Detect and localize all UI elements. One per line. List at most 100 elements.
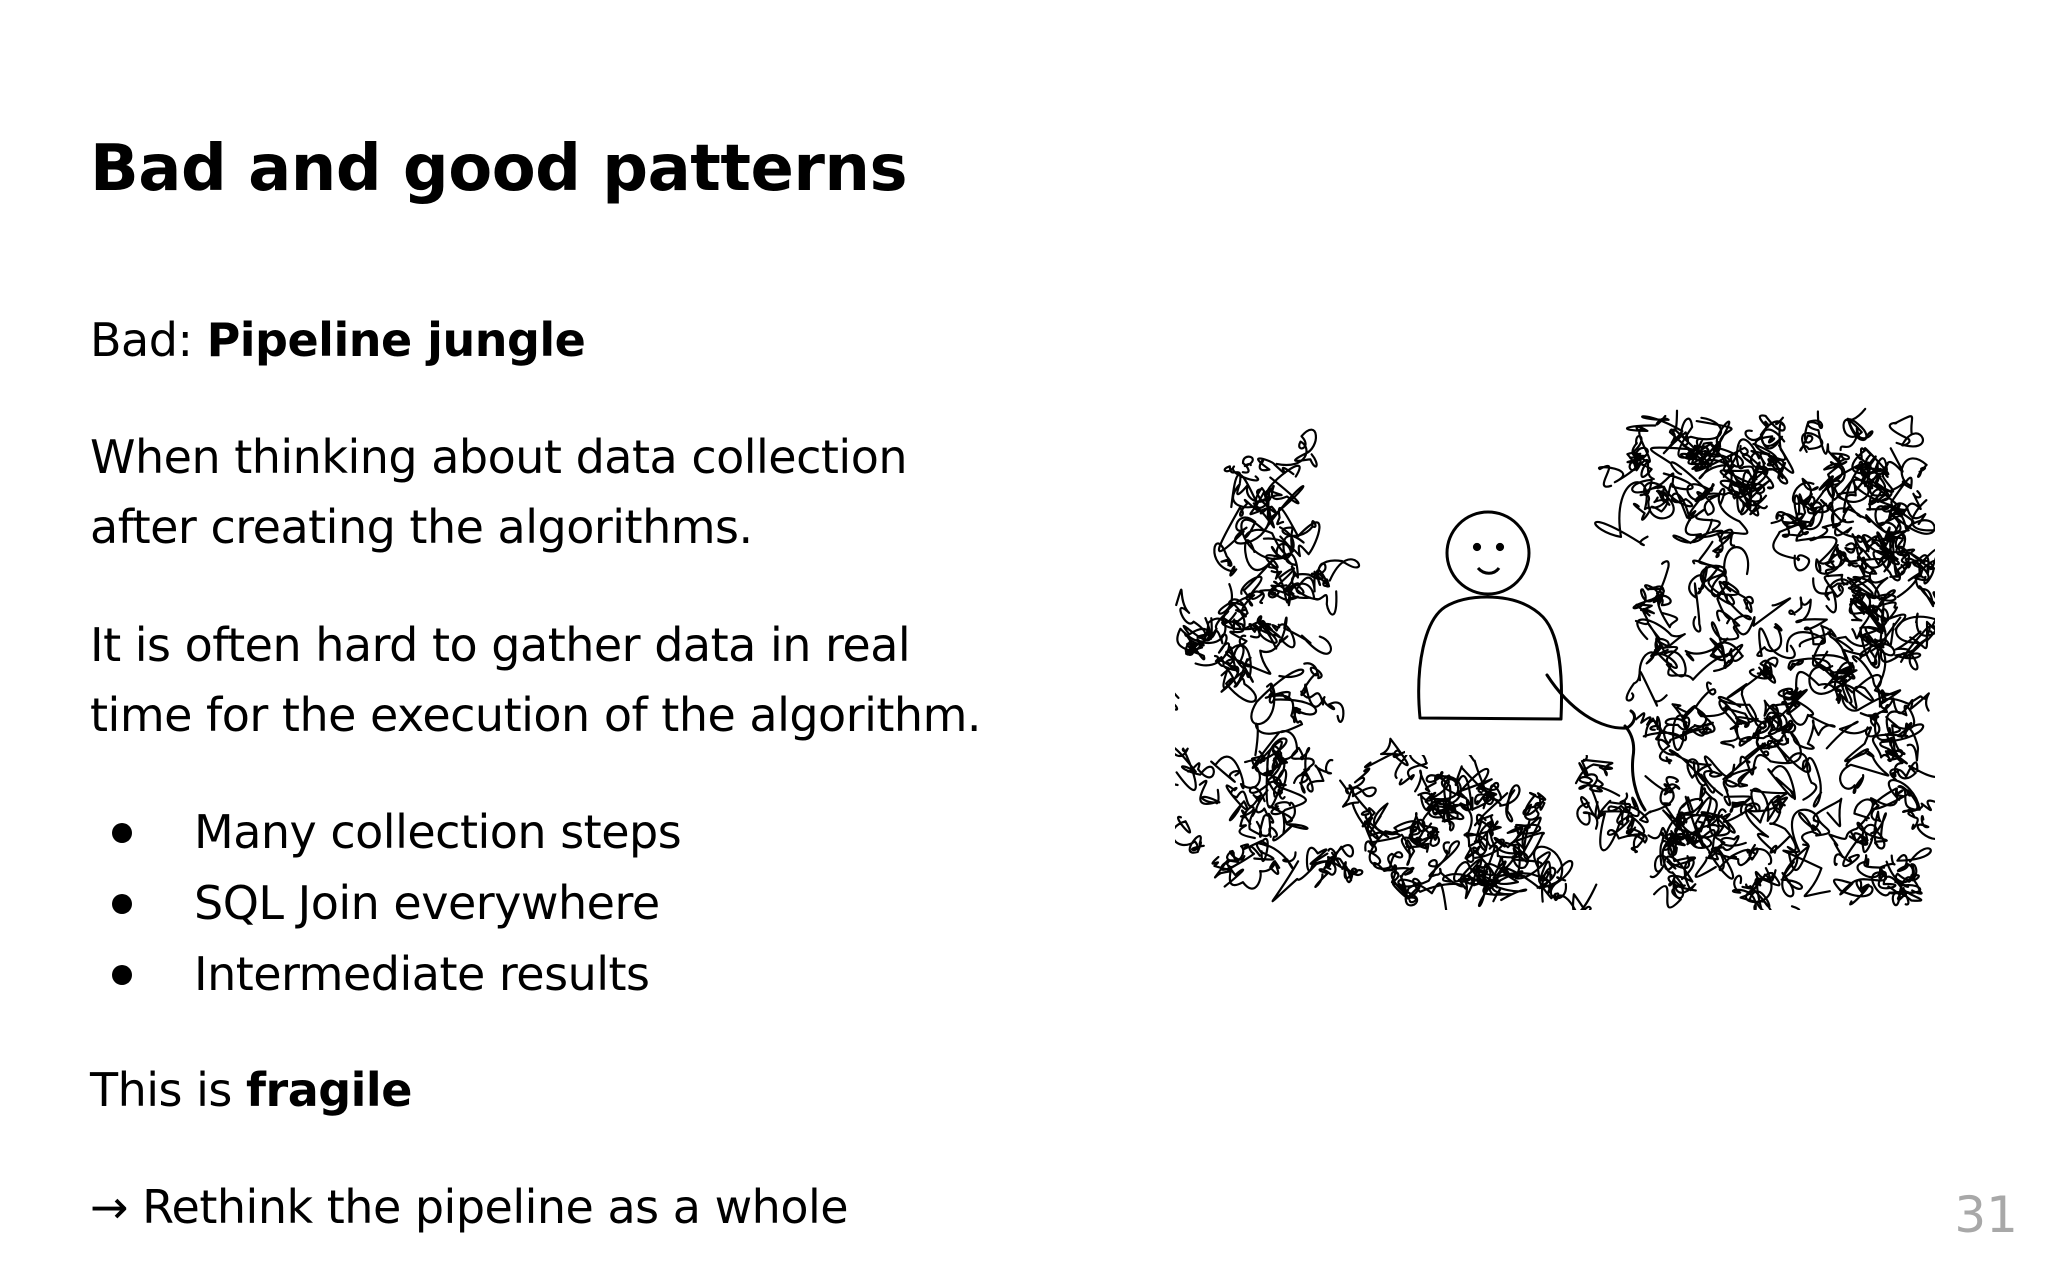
scribble-line — [1240, 485, 1305, 560]
scribble-line — [1240, 539, 1276, 607]
scribble-line — [1241, 455, 1254, 474]
scribble-line — [1634, 603, 1655, 626]
scribble-line — [1364, 737, 1409, 779]
scribble-line — [1397, 840, 1460, 912]
scribble-line — [1744, 414, 1786, 450]
scribble-line — [1832, 854, 1896, 906]
scribble-line — [1904, 557, 1935, 608]
scribble-line — [1175, 747, 1215, 791]
scribble-line — [1668, 409, 1722, 461]
scribble-line — [1456, 767, 1493, 812]
description-paragraph-2: It is often hard to gather data in real … — [90, 610, 1090, 750]
scribble-line — [1176, 617, 1227, 661]
scribble-line — [1809, 498, 1853, 542]
scribble-line — [1761, 711, 1785, 748]
paragraph-2-line-1: It is often hard to gather data in real — [90, 618, 911, 672]
scribble-line — [1756, 623, 1796, 660]
scribble-line — [1574, 758, 1614, 785]
scribble-line — [1749, 789, 1789, 809]
scribble-line — [1885, 847, 1932, 884]
scribble-line — [1408, 818, 1429, 850]
scribble-line — [1699, 546, 1754, 614]
scribble-line — [1861, 812, 1887, 854]
scribble-line — [1464, 817, 1489, 860]
bad-pattern-line: Bad: Pipeline jungle — [90, 305, 1090, 375]
scribble-line — [1727, 597, 1792, 636]
scribble-line — [1483, 851, 1553, 890]
fragile-word: fragile — [246, 1063, 412, 1117]
scribble-line — [1884, 476, 1935, 535]
scribble-line — [1900, 457, 1928, 487]
scribble-line — [1407, 849, 1465, 900]
scribble-line — [1631, 472, 1694, 496]
scribble-line — [1639, 489, 1675, 520]
scribble-line — [1712, 528, 1736, 553]
scribble-line — [1659, 832, 1684, 866]
scribble-line — [1750, 869, 1781, 891]
scribble-line — [1663, 776, 1681, 796]
scribble-line — [1259, 837, 1297, 870]
scribble-line — [1694, 681, 1717, 734]
scribble-line — [1777, 687, 1836, 735]
scribble-line — [1175, 815, 1205, 854]
scribble-line — [1642, 724, 1680, 741]
scribble-line — [1649, 854, 1691, 879]
scribble-line — [1671, 703, 1712, 751]
scribble-line — [1248, 745, 1286, 803]
scribble-line — [1907, 799, 1935, 830]
scribble-line — [1258, 737, 1288, 809]
scribble-line — [1828, 798, 1874, 858]
scribble-line — [1500, 819, 1545, 879]
scribble-line — [1861, 622, 1895, 649]
bad-prefix: Bad: — [90, 313, 207, 367]
scribble-line — [1268, 776, 1307, 824]
scribble-line — [1594, 481, 1652, 547]
scribble-line — [1812, 577, 1837, 614]
scribble-line — [1175, 692, 1180, 711]
scribble-line — [1264, 682, 1302, 724]
scribble-line — [1566, 747, 1604, 793]
scribble-line — [1324, 855, 1358, 884]
scribble-line — [1632, 560, 1670, 610]
scribble-line — [1900, 722, 1919, 762]
scribble-line — [1911, 548, 1935, 585]
scribble-line — [1175, 588, 1231, 667]
scribble-line — [1722, 438, 1785, 478]
scribble-line — [1894, 533, 1916, 573]
scribble-line — [1369, 802, 1417, 836]
scribble-line — [1653, 876, 1686, 909]
scribble-line — [1887, 779, 1921, 819]
scribble-line — [1238, 805, 1256, 840]
scribble-line — [1597, 799, 1647, 852]
scribble-line — [1688, 574, 1705, 633]
scribble-line — [1210, 755, 1261, 790]
scribble-line — [1863, 601, 1902, 644]
scribble-line — [1390, 864, 1422, 907]
scribble-line — [1915, 591, 1935, 637]
scribble-line — [1655, 485, 1694, 521]
scribble-line — [1644, 584, 1679, 629]
scribble-line — [1607, 783, 1675, 826]
scribble-line — [1896, 761, 1935, 780]
scribble-line — [1780, 845, 1810, 898]
smiley-face — [1472, 542, 1505, 575]
scribble-line — [1597, 456, 1642, 488]
scribble-line — [1840, 655, 1883, 710]
scribble-line — [1870, 804, 1886, 850]
scribble-line — [1220, 665, 1257, 703]
scribble-line — [1799, 410, 1824, 453]
page-number: 31 — [1954, 1186, 2018, 1244]
scribble-line — [1808, 661, 1855, 695]
scribble-line — [1750, 435, 1776, 490]
scribble-line — [1225, 784, 1262, 822]
scribble-line — [1271, 844, 1354, 903]
scribble-line — [1175, 783, 1179, 787]
paragraph-1-line-1: When thinking about data collection — [90, 430, 908, 484]
scribble-line — [1211, 855, 1240, 879]
scribble-line — [1694, 441, 1749, 473]
scribble-line — [1217, 488, 1277, 553]
scribble-line — [1300, 690, 1345, 723]
scribble-line — [1802, 756, 1823, 808]
scribble-line — [1842, 575, 1874, 597]
scribble-line — [1767, 458, 1789, 485]
